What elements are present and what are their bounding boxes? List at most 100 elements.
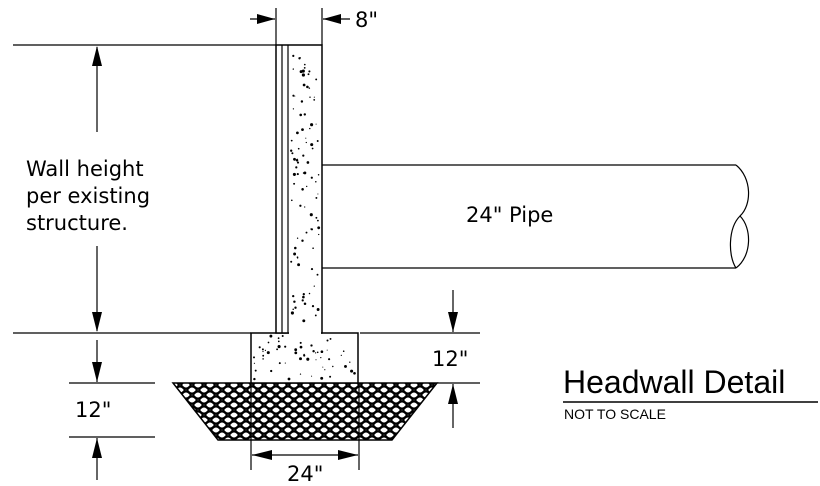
concrete-speckle bbox=[315, 359, 317, 361]
concrete-speckle bbox=[294, 246, 297, 250]
concrete-speckle bbox=[258, 346, 261, 349]
concrete-speckle bbox=[292, 94, 295, 97]
concrete-speckle bbox=[308, 70, 311, 73]
pipe bbox=[322, 164, 750, 269]
concrete-speckle bbox=[324, 369, 326, 371]
concrete-speckle bbox=[277, 337, 280, 340]
concrete-speckle bbox=[315, 181, 317, 183]
concrete-speckle bbox=[300, 100, 304, 103]
concrete-speckle bbox=[310, 268, 314, 271]
concrete-speckle bbox=[301, 69, 305, 73]
concrete-speckle bbox=[302, 172, 305, 174]
concrete-speckle bbox=[302, 83, 306, 87]
concrete-speckle bbox=[315, 78, 318, 81]
concrete-speckle bbox=[296, 256, 299, 259]
concrete-speckle bbox=[353, 371, 356, 375]
concrete-speckle bbox=[253, 362, 256, 364]
concrete-speckle bbox=[316, 308, 320, 311]
concrete-speckle bbox=[293, 182, 296, 185]
concrete-speckle bbox=[299, 357, 302, 361]
concrete-speckle bbox=[295, 166, 298, 169]
concrete-speckle bbox=[264, 349, 267, 352]
concrete-speckle bbox=[310, 344, 313, 347]
footing-height-dimension bbox=[448, 290, 458, 428]
concrete-speckle bbox=[320, 376, 324, 380]
concrete-speckle bbox=[328, 358, 331, 361]
concrete-speckle bbox=[305, 141, 307, 144]
concrete-speckle bbox=[266, 351, 270, 355]
concrete-speckle bbox=[301, 299, 304, 302]
concrete-speckle bbox=[294, 306, 297, 309]
concrete-speckle bbox=[296, 173, 299, 176]
concrete-speckle bbox=[326, 349, 328, 351]
concrete-speckle bbox=[299, 204, 302, 207]
concrete-speckle bbox=[303, 354, 306, 357]
concrete-speckle bbox=[296, 161, 300, 164]
concrete-speckle bbox=[293, 157, 296, 161]
concrete-speckle bbox=[308, 87, 311, 89]
concrete-speckle bbox=[303, 67, 306, 69]
concrete-speckle bbox=[306, 161, 310, 164]
concrete-speckle bbox=[296, 237, 299, 239]
drawing-title: Headwall Detail bbox=[563, 364, 785, 400]
concrete-speckle bbox=[303, 63, 306, 66]
concrete-speckle bbox=[277, 345, 281, 349]
concrete-speckle bbox=[309, 127, 311, 130]
concrete-speckle bbox=[253, 377, 256, 381]
wall-height-dimension bbox=[92, 46, 102, 332]
concrete-speckle bbox=[287, 377, 291, 381]
concrete-speckle bbox=[290, 139, 293, 142]
concrete-speckle bbox=[316, 140, 319, 142]
concrete-speckle bbox=[296, 158, 298, 160]
footing-width-dimension bbox=[252, 450, 358, 460]
concrete-speckle bbox=[315, 123, 317, 125]
concrete-speckle bbox=[297, 263, 301, 267]
concrete-speckle bbox=[322, 366, 324, 368]
concrete-speckle bbox=[340, 354, 342, 356]
concrete-speckle bbox=[290, 260, 293, 263]
concrete-speckle bbox=[277, 340, 280, 343]
wall-thickness-dimension bbox=[250, 14, 350, 24]
concrete-speckle bbox=[299, 113, 303, 117]
concrete-speckle bbox=[313, 285, 315, 287]
concrete-speckle bbox=[309, 213, 313, 217]
concrete-speckle bbox=[320, 350, 324, 354]
concrete-speckle bbox=[278, 362, 281, 365]
concrete-speckle bbox=[315, 216, 318, 219]
concrete-speckle bbox=[262, 354, 265, 357]
concrete-speckle bbox=[317, 219, 319, 222]
footing-width-label: 24" bbox=[287, 462, 323, 486]
concrete-speckle bbox=[326, 339, 329, 342]
gravel-depth-dimension bbox=[92, 340, 102, 480]
concrete-speckle bbox=[253, 356, 255, 359]
concrete-speckle bbox=[302, 295, 305, 299]
concrete-speckle bbox=[290, 149, 293, 152]
concrete-speckle bbox=[303, 171, 307, 175]
concrete-speckle bbox=[310, 123, 314, 127]
concrete-speckle bbox=[281, 335, 284, 337]
wall-height-note-line2: per existing bbox=[26, 184, 150, 208]
concrete-speckle bbox=[290, 199, 293, 202]
concrete-speckle bbox=[292, 108, 295, 110]
concrete-speckle bbox=[317, 226, 321, 230]
concrete-footing bbox=[250, 332, 359, 384]
wall-height-note-line1: Wall height bbox=[26, 157, 144, 181]
concrete-speckle bbox=[294, 351, 298, 355]
concrete-speckle bbox=[292, 54, 295, 57]
concrete-speckle bbox=[311, 305, 315, 308]
footing-height-label: 12" bbox=[432, 347, 468, 371]
concrete-speckle bbox=[302, 154, 305, 157]
concrete-speckle bbox=[329, 375, 332, 378]
concrete-speckle bbox=[320, 357, 322, 359]
concrete-speckle bbox=[308, 292, 311, 295]
concrete-speckle bbox=[314, 314, 317, 317]
concrete-speckle bbox=[262, 350, 264, 353]
concrete-speckle bbox=[315, 196, 318, 199]
concrete-speckle bbox=[305, 137, 307, 139]
concrete-speckle bbox=[299, 57, 301, 59]
concrete-speckle bbox=[342, 350, 345, 352]
concrete-speckle bbox=[284, 362, 286, 364]
concrete-speckle bbox=[261, 348, 264, 351]
concrete-speckle bbox=[312, 350, 315, 353]
